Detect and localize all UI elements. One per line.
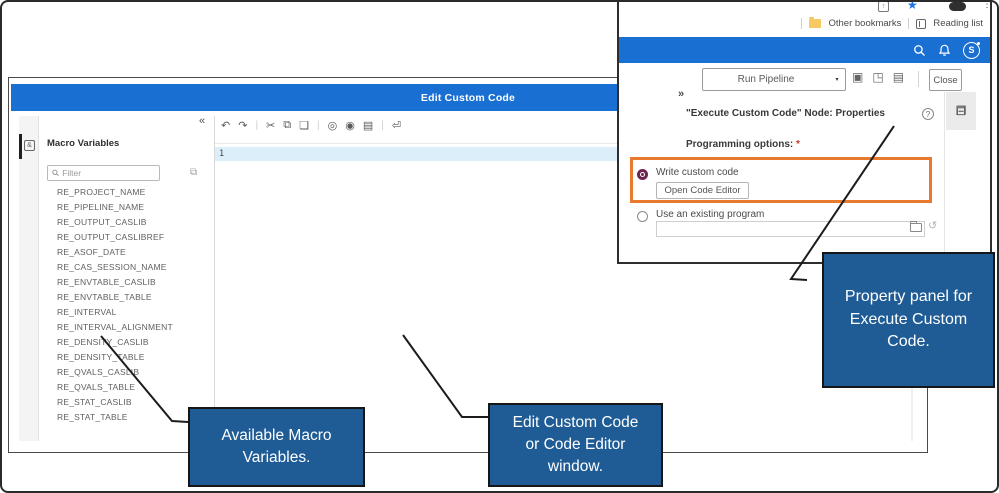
log-icon[interactable]: ▤ xyxy=(892,70,905,84)
profile-icon[interactable] xyxy=(949,2,966,11)
macro-variable-item[interactable]: RE_ENVTABLE_CASLIB xyxy=(57,277,156,287)
callout-code-editor: Edit Custom Code or Code Editor window. xyxy=(488,403,663,487)
undo-icon[interactable]: ↶ xyxy=(221,120,231,132)
reading-list-icon xyxy=(916,18,927,29)
reading-list-link[interactable]: Reading list xyxy=(933,18,983,29)
expand-panel-icon[interactable]: » xyxy=(678,88,685,100)
macro-variables-tab-icon[interactable]: & xyxy=(24,140,35,151)
bookmarks-folder-icon xyxy=(809,17,822,28)
divider xyxy=(801,18,803,29)
macro-variable-item[interactable]: RE_INTERVAL xyxy=(57,307,117,317)
app-bar: S xyxy=(619,37,990,63)
paste-icon[interactable]: ❏ xyxy=(299,120,309,132)
save-icon[interactable]: ▣ xyxy=(852,70,864,84)
bookmarks-bar: Other bookmarks Reading list xyxy=(619,14,983,33)
copy-icon[interactable]: ⧉ xyxy=(283,119,292,131)
export-icon[interactable]: ◳ xyxy=(872,70,884,84)
print-icon[interactable]: ▤ xyxy=(362,120,374,132)
macro-variable-item[interactable]: RE_OUTPUT_CASLIBREF xyxy=(57,232,165,242)
macro-variable-item[interactable]: RE_STAT_TABLE xyxy=(57,412,128,422)
write-custom-code-radio[interactable] xyxy=(637,169,648,180)
bookmark-star-icon[interactable]: ★ xyxy=(907,0,918,12)
macro-variable-item[interactable]: RE_STAT_CASLIB xyxy=(57,397,132,407)
search-icon xyxy=(52,169,59,177)
browser-chrome: ↑ ★ ⋮ xyxy=(619,0,992,13)
redo-icon[interactable]: ↷ xyxy=(238,120,248,132)
separator[interactable]: | xyxy=(381,120,384,131)
clear-icon[interactable]: ⏎ xyxy=(391,120,402,132)
browser-window: ↑ ★ ⋮ Other bookmarks Reading list S xyxy=(617,0,992,264)
write-custom-code-label: Write custom code xyxy=(656,167,739,178)
left-icon-strip xyxy=(19,116,39,441)
properties-icon[interactable]: ❒ xyxy=(946,92,976,130)
macro-variable-item[interactable]: RE_OUTPUT_CASLIB xyxy=(57,217,147,227)
macro-icon[interactable]: ◉ xyxy=(345,120,355,132)
existing-program-input[interactable] xyxy=(656,221,925,237)
required-marker: * xyxy=(796,139,800,150)
share-icon[interactable]: ↑ xyxy=(878,1,889,12)
user-avatar[interactable]: S xyxy=(963,41,980,59)
highlight-annotation-box xyxy=(630,157,932,203)
notifications-bell-icon[interactable] xyxy=(938,44,951,57)
open-program-icon[interactable]: ↺ xyxy=(928,220,938,232)
toolbar-divider xyxy=(215,143,912,144)
separator[interactable]: | xyxy=(317,120,320,131)
node-properties-title: "Execute Custom Code" Node: Properties xyxy=(686,108,885,119)
editor-toolbar: ↶ ↷ | ✂ ⧉ ❏ | ◎ ◉ ▤ | ⏎ xyxy=(221,119,401,132)
open-code-editor-button[interactable]: Open Code Editor xyxy=(656,182,749,199)
cut-icon[interactable]: ✂ xyxy=(266,120,276,132)
macro-variable-item[interactable]: RE_PIPELINE_NAME xyxy=(57,202,145,212)
use-existing-program-label: Use an existing program xyxy=(656,209,765,220)
line-number: 1 xyxy=(219,149,225,159)
find-icon[interactable]: ◎ xyxy=(327,120,338,132)
help-icon[interactable]: ? xyxy=(922,108,934,120)
callout-property-panel: Property panel for Execute Custom Code. xyxy=(822,252,995,388)
right-icon-strip: ❒ ⊟ xyxy=(944,92,976,260)
window-title: Edit Custom Code xyxy=(420,91,516,104)
separator[interactable]: | xyxy=(255,120,259,131)
pipeline-toolbar: Run Pipeline ▾ ▣ ◳ ▤ Close xyxy=(619,62,990,95)
filter-input[interactable] xyxy=(62,168,155,178)
macro-variable-item[interactable]: RE_QVALS_TABLE xyxy=(57,382,136,392)
pipeline-toolbar-icons: ▣ ◳ ▤ xyxy=(852,70,904,84)
other-bookmarks-link[interactable]: Other bookmarks xyxy=(828,18,902,29)
panel-divider xyxy=(214,116,215,441)
callout-macro-variables: Available Macro Variables. xyxy=(188,407,365,487)
macro-variable-item[interactable]: RE_ASOF_DATE xyxy=(57,247,126,257)
browser-menu-icon[interactable]: ⋮ xyxy=(982,0,992,10)
macro-panel-header: Macro Variables xyxy=(47,138,120,149)
macro-variable-item[interactable]: RE_PROJECT_NAME xyxy=(57,187,146,197)
divider xyxy=(908,18,910,29)
divider xyxy=(918,71,919,87)
macro-variable-item[interactable]: RE_QVALS_CASLIB xyxy=(57,367,140,377)
programming-options-label: Programming options: * xyxy=(686,139,800,150)
copy-variable-icon[interactable]: ⧉ xyxy=(190,167,198,178)
results-icon[interactable]: ⊟ xyxy=(955,104,967,118)
macro-variable-item[interactable]: RE_DENSITY_TABLE xyxy=(57,352,145,362)
use-existing-program-radio[interactable] xyxy=(637,211,648,222)
filter-input-wrap xyxy=(47,165,160,181)
collapse-panel-icon[interactable]: « xyxy=(199,115,206,127)
search-icon[interactable] xyxy=(913,44,926,57)
macro-variable-list: RE_PROJECT_NAME RE_PIPELINE_NAME RE_OUTP… xyxy=(49,185,209,425)
macro-variable-item[interactable]: RE_DENSITY_CASLIB xyxy=(57,337,149,347)
run-pipeline-dropdown[interactable]: ▾ xyxy=(829,68,846,91)
active-tab-indicator xyxy=(19,134,22,159)
folder-icon[interactable] xyxy=(910,221,922,232)
macro-variable-item[interactable]: RE_INTERVAL_ALIGNMENT xyxy=(57,322,173,332)
run-pipeline-button[interactable]: Run Pipeline xyxy=(702,68,830,91)
close-button[interactable]: Close xyxy=(929,69,962,91)
macro-variable-item[interactable]: RE_CAS_SESSION_NAME xyxy=(57,262,167,272)
macro-variable-item[interactable]: RE_ENVTABLE_TABLE xyxy=(57,292,152,302)
